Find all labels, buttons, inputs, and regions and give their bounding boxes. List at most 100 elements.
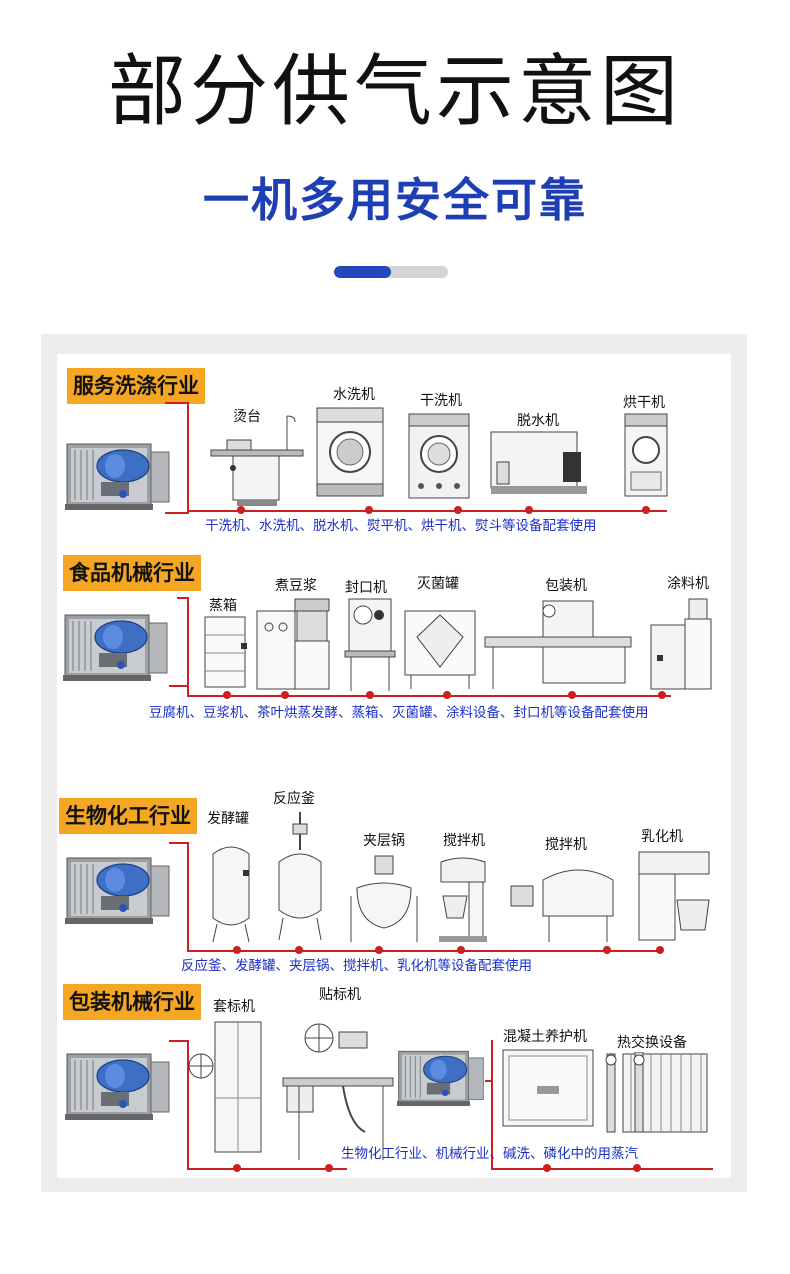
valve-icon [525,506,533,514]
machine-label: 蒸箱 [209,598,237,614]
machine-label: 封口机 [345,580,387,596]
steam-pipe [187,1040,189,1170]
section-caption: 干洗机、水洗机、脱水机、熨平机、烘干机、熨斗等设备配套使用 [205,518,597,534]
machine-label: 反应釜 [273,791,315,807]
tumble-dryer-icon [624,413,668,497]
machine-label: 夹层锅 [363,833,405,849]
valve-icon [457,946,465,954]
section-food: 食品机械行业 蒸箱 煮豆浆 封口机 [57,549,731,774]
reactor-kettle-icon [278,812,322,941]
steam-generator-icon [397,1046,485,1108]
steam-pipe [187,597,189,697]
valve-icon [633,1164,641,1172]
steam-pipe [165,402,189,404]
planetary-mixer-icon [439,857,487,942]
steam-pipe [187,695,671,697]
machine-label: 包装机 [545,578,587,594]
dry-cleaning-machine-icon [408,413,470,499]
section-badge: 食品机械行业 [63,555,201,591]
coating-machine-icon [650,598,712,690]
soy-milk-cooker-icon [256,598,330,690]
steam-generator-icon [65,1048,171,1122]
section-caption: 豆腐机、豆浆机、茶叶烘蒸发酵、蒸箱、灭菌罐、涂料设备、封口机等设备配套使用 [149,705,649,721]
machine-label: 涂料机 [667,576,709,592]
progress-indicator [334,266,448,278]
machine-label: 搅拌机 [545,837,587,853]
steam-generator-icon [65,438,171,512]
machine-label: 水洗机 [333,387,375,403]
section-badge: 包装机械行业 [63,984,201,1020]
machine-label: 灭菌罐 [417,576,459,592]
diagram-panel: 服务洗涤行业 烫台 水洗机 [41,334,747,1192]
valve-icon [366,691,374,699]
valve-icon [295,946,303,954]
machine-label: 贴标机 [319,987,361,1003]
machine-label: 烫台 [233,409,261,425]
section-caption: 生物化工行业、机械行业、碱洗、磷化中的用蒸汽 [341,1146,638,1162]
machine-label: 热交换设备 [617,1035,687,1051]
section-biochem: 生物化工行业 发酵罐 反应釜 夹层锅 [57,774,731,984]
steamer-cabinet-icon [204,616,247,688]
section-badge: 生物化工行业 [59,798,197,834]
concrete-curing-machine-icon [502,1049,594,1127]
valve-icon [365,506,373,514]
section-packaging: 包装机械行业 套标机 贴标机 [57,984,731,1178]
packaging-machine-icon [484,600,632,689]
page-subtitle: 一机多用安全可靠 [203,173,587,227]
valve-icon [603,946,611,954]
valve-icon [233,1164,241,1172]
page-title: 部分供气示意图 [107,47,682,137]
sealing-machine-icon [344,598,396,691]
valve-icon [223,691,231,699]
labeling-machine-icon [282,1023,394,1160]
steam-pipe [187,842,189,952]
fermentation-tank-icon [212,846,250,943]
valve-icon [325,1164,333,1172]
valve-icon [543,1164,551,1172]
steam-pipe [187,510,667,512]
spin-dryer-icon [490,431,587,494]
diagram-inner: 服务洗涤行业 烫台 水洗机 [57,354,731,1178]
steam-pipe [165,512,189,514]
machine-label: 搅拌机 [443,833,485,849]
valve-icon [375,946,383,954]
jacketed-kettle-icon [350,855,418,942]
steam-pipe [169,685,189,687]
machine-label: 混凝土养护机 [503,1029,587,1045]
steam-pipe [187,950,661,952]
steam-pipe [177,597,189,599]
steam-pipe [169,842,189,844]
section-laundry: 服务洗涤行业 烫台 水洗机 [57,354,731,549]
steam-generator-icon [65,852,171,926]
valve-icon [237,506,245,514]
section-caption: 反应釜、发酵罐、夹层锅、搅拌机、乳化机等设备配套使用 [181,958,532,974]
valve-icon [642,506,650,514]
ironing-table-icon [210,415,304,506]
machine-label: 套标机 [213,999,255,1015]
machine-label: 干洗机 [420,393,462,409]
machine-label: 乳化机 [641,829,683,845]
heat-exchanger-icon [605,1052,708,1133]
valve-icon [281,691,289,699]
steam-pipe [491,1040,493,1170]
steam-pipe [187,402,189,512]
valve-icon [568,691,576,699]
steam-pipe [169,1040,189,1042]
sleeve-labeler-icon [188,1021,262,1153]
valve-icon [233,946,241,954]
valve-icon [443,691,451,699]
steam-pipe [485,1080,493,1082]
valve-icon [658,691,666,699]
emulsifier-icon [638,851,710,941]
progress-indicator-fill [334,266,391,278]
valve-icon [454,506,462,514]
steam-pipe [491,1168,713,1170]
washing-machine-icon [316,407,384,497]
machine-label: 脱水机 [517,413,559,429]
machine-label: 发酵罐 [207,811,249,827]
valve-icon [656,946,664,954]
sterilization-tank-icon [404,610,476,689]
steam-generator-icon [63,609,169,683]
horizontal-mixer-icon [510,869,614,942]
steam-pipe [187,1168,347,1170]
